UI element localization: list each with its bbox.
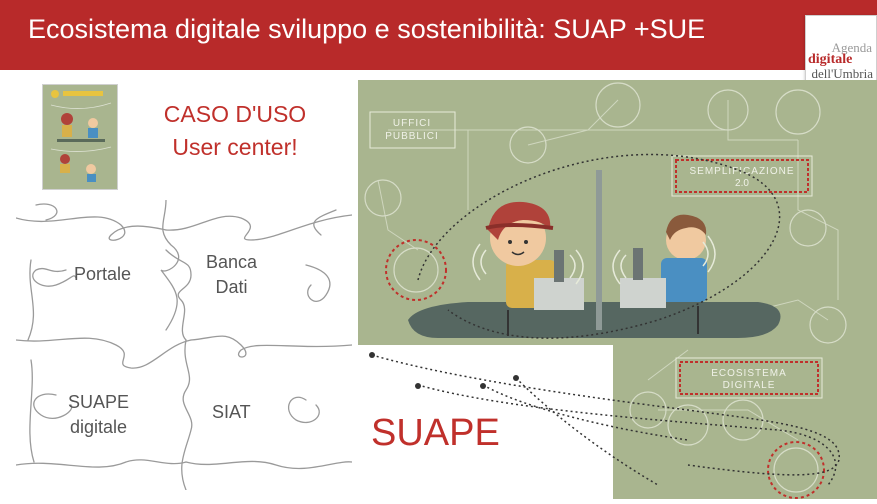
puzzle-piece-suape-digitale: SUAPE digitale	[68, 390, 129, 440]
puzzle-outline	[16, 200, 352, 490]
thumbnail-graphic	[43, 85, 117, 189]
slide-title: Ecosistema digitale sviluppo e sostenibi…	[28, 14, 706, 44]
puzzle-diagram: Portale Banca Dati SUAPE digitale SIAT	[16, 200, 352, 490]
logo-line-digitale: digitale	[808, 52, 853, 67]
use-case-line-2: User center!	[172, 134, 298, 160]
puzzle-label-banca: Banca	[206, 252, 258, 272]
label-pubblici: PUBBLICI	[385, 131, 439, 142]
puzzle-label-portale: Portale	[74, 264, 132, 284]
logo-line-umbria: dell'Umbria	[811, 66, 873, 81]
puzzle-label-suape: SUAPE	[68, 392, 130, 412]
thumbnail-image	[42, 84, 118, 190]
use-case-line-1: CASO D'USO	[163, 101, 307, 127]
logo-line-agenda: Agenda	[831, 40, 872, 55]
puzzle-piece-portale: Portale	[74, 262, 131, 287]
label-digitale: DIGITALE	[723, 380, 776, 391]
label-uffici: UFFICI	[393, 118, 431, 129]
label-semplificazione-version: 2.0	[735, 178, 749, 189]
puzzle-label-siat: SIAT	[212, 402, 251, 422]
use-case-heading: CASO D'USO User center!	[145, 98, 325, 164]
suape-label: SUAPE	[371, 412, 500, 454]
label-ecosistema: ECOSISTEMA	[711, 368, 787, 379]
puzzle-piece-siat: SIAT	[212, 400, 251, 425]
puzzle-label-dati: Dati	[215, 277, 248, 297]
header-bar: Ecosistema digitale sviluppo e sostenibi…	[0, 0, 877, 70]
puzzle-piece-banca-dati: Banca Dati	[206, 250, 257, 300]
illustration-graphic: UFFICI PUBBLICI SEMPLIFICAZIONE 2.0 ECOS…	[358, 80, 877, 499]
puzzle-label-digitale: digitale	[69, 417, 128, 437]
label-semplificazione: SEMPLIFICAZIONE	[689, 166, 794, 177]
user-center-illustration: UFFICI PUBBLICI SEMPLIFICAZIONE 2.0 ECOS…	[358, 80, 877, 499]
